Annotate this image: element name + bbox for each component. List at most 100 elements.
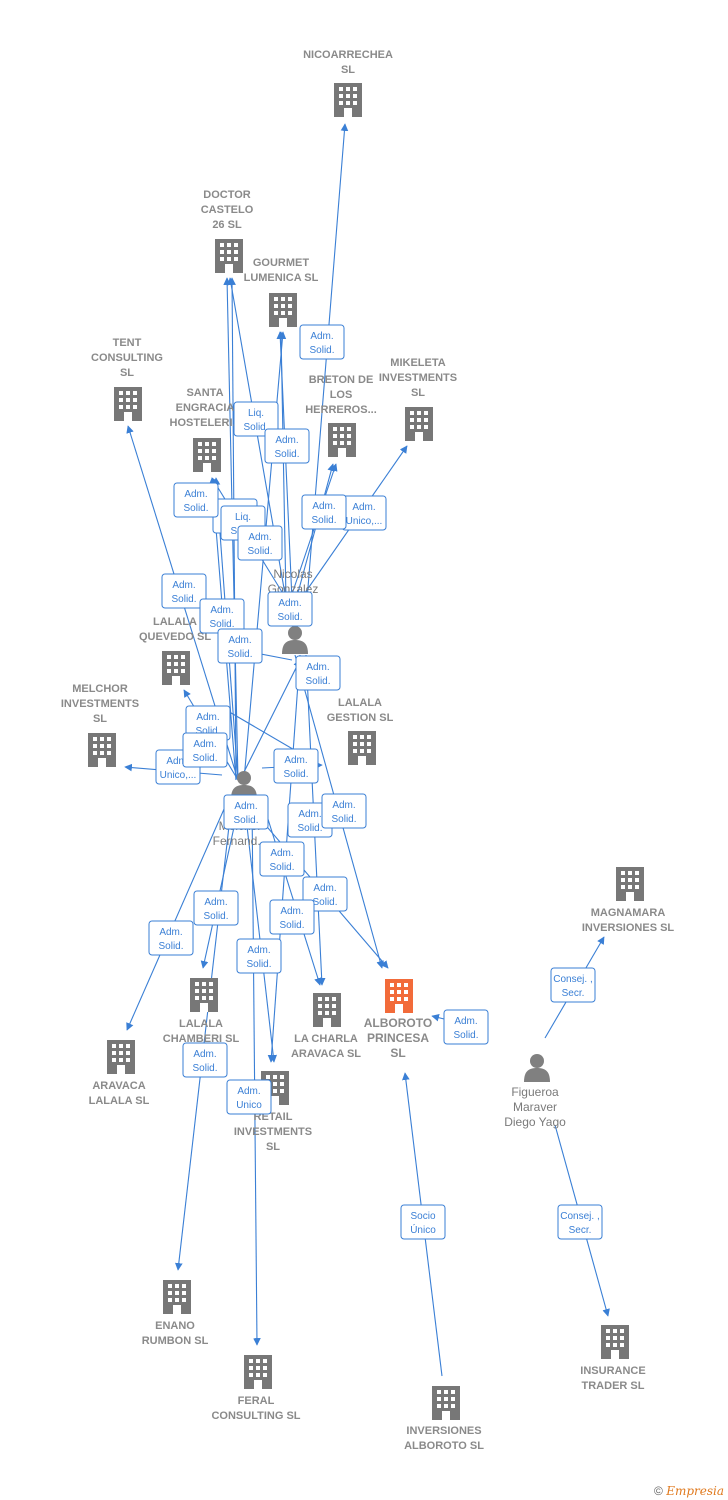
- relationship-tag[interactable]: Adm.Solid.: [148, 920, 194, 956]
- node-label-line: SL: [341, 64, 355, 76]
- relationship-tag[interactable]: Adm.Solid.: [269, 899, 315, 935]
- tag-label-line: Adm.: [312, 501, 335, 512]
- company-node-breton[interactable]: BRETON DELOSHERREROS...: [305, 374, 377, 457]
- node-label-line: INSURANCE: [580, 1365, 645, 1377]
- relationship-tag[interactable]: Adm.Solid.: [193, 890, 239, 926]
- relationship-edge: [276, 331, 293, 601]
- node-label-line: DOCTOR: [203, 189, 251, 201]
- tag-label-line: Adm.: [306, 662, 329, 673]
- tag-box: [173, 482, 219, 518]
- relationship-tag[interactable]: Adm.Solid.: [299, 324, 345, 360]
- building-icon: [114, 387, 142, 421]
- tag-label-line: Adm.: [172, 580, 195, 591]
- building-icon: [348, 731, 376, 765]
- building-icon: [193, 438, 221, 472]
- node-label-line: LA CHARLA: [294, 1033, 358, 1045]
- relationship-tag[interactable]: Adm.Solid.: [173, 482, 219, 518]
- node-label-line: FERAL: [238, 1395, 275, 1407]
- relationship-tag[interactable]: Adm.Solid.: [321, 793, 367, 829]
- tag-label-line: Solid.: [331, 814, 356, 825]
- relationship-tag[interactable]: Adm.Solid.: [267, 591, 313, 627]
- relationship-tag[interactable]: Adm.Unico,...: [341, 495, 387, 531]
- node-label-line: HERREROS...: [305, 404, 377, 416]
- building-icon: [405, 407, 433, 441]
- relationship-tag[interactable]: Adm.Solid.: [223, 794, 269, 830]
- relationship-tag[interactable]: Adm.Solid.: [295, 655, 341, 691]
- tag-label-line: Adm.: [310, 331, 333, 342]
- tag-label-line: Solid.: [277, 612, 302, 623]
- relationship-tag[interactable]: Adm.Solid.: [182, 1042, 228, 1078]
- node-label-line: Figueroa: [511, 1085, 559, 1099]
- tag-label-line: Solid.: [171, 594, 196, 605]
- tag-label-line: Adm.: [204, 897, 227, 908]
- building-icon: [385, 979, 413, 1013]
- node-label-line: INVESTMENTS: [379, 372, 457, 384]
- tag-label-line: Adm.: [193, 1049, 216, 1060]
- relationship-tag[interactable]: Consej. ,Secr.: [557, 1204, 603, 1240]
- node-label-line: CHAMBERI SL: [163, 1033, 240, 1045]
- relationship-tag[interactable]: Adm. Solid.: [161, 573, 207, 609]
- relationship-tag[interactable]: Adm.Solid.: [217, 628, 263, 664]
- company-node-nicoarrechea[interactable]: NICOARRECHEA SL: [303, 49, 393, 117]
- node-label-line: PRINCESA: [367, 1031, 429, 1045]
- relationship-edge: [261, 799, 322, 986]
- relationship-tag[interactable]: Adm.Solid.: [259, 841, 305, 877]
- relationship-tag[interactable]: Adm.Solid.: [236, 938, 282, 974]
- tag-box: [400, 1204, 446, 1240]
- node-label-line: NICOARRECHEA: [303, 49, 393, 61]
- node-label-line: SL: [411, 387, 425, 399]
- tag-label-line: Solid.: [195, 726, 220, 737]
- tag-box: [161, 573, 207, 609]
- relationship-tag[interactable]: Adm.Solid.: [264, 428, 310, 464]
- building-icon: [334, 83, 362, 117]
- tag-label-line: Unico,...: [346, 516, 383, 527]
- tag-label-line: Adm.: [284, 755, 307, 766]
- relationship-tag[interactable]: Adm.Solid.: [301, 494, 347, 530]
- node-label-line: TENT: [113, 337, 142, 349]
- tag-box: [443, 1009, 489, 1045]
- relationship-tag[interactable]: Adm.Solid.: [443, 1009, 489, 1045]
- relationship-tag[interactable]: Adm.Unico: [226, 1079, 272, 1115]
- tag-box: [550, 967, 596, 1003]
- tag-label-line: Adm.: [166, 756, 189, 767]
- relationship-tag[interactable]: Liq.Solid.: [233, 401, 279, 437]
- brand-logo: Empresia: [666, 1484, 724, 1498]
- tag-box: [321, 793, 367, 829]
- tag-label-line: Consej. ,: [553, 974, 592, 985]
- tag-box: [236, 938, 282, 974]
- tag-label-line: Adm.: [210, 605, 233, 616]
- relationship-tag[interactable]: Adm.Solid.: [237, 525, 283, 561]
- node-label-line: MAGNAMARA: [591, 907, 666, 919]
- relationship-tag[interactable]: Adm.Solid.: [182, 732, 228, 768]
- tag-box: [223, 794, 269, 830]
- tag-box: [273, 748, 319, 784]
- building-icon: [244, 1355, 272, 1389]
- relationship-tag[interactable]: Adm.Solid.: [199, 598, 245, 634]
- tag-box: [557, 1204, 603, 1240]
- tag-label-line: Adm.: [298, 809, 321, 820]
- tag-box: [264, 428, 310, 464]
- building-icon: [162, 651, 190, 685]
- relationship-tag[interactable]: Adm.Solid.: [273, 748, 319, 784]
- relationship-tag[interactable]: Consej. ,Secr.: [550, 967, 596, 1003]
